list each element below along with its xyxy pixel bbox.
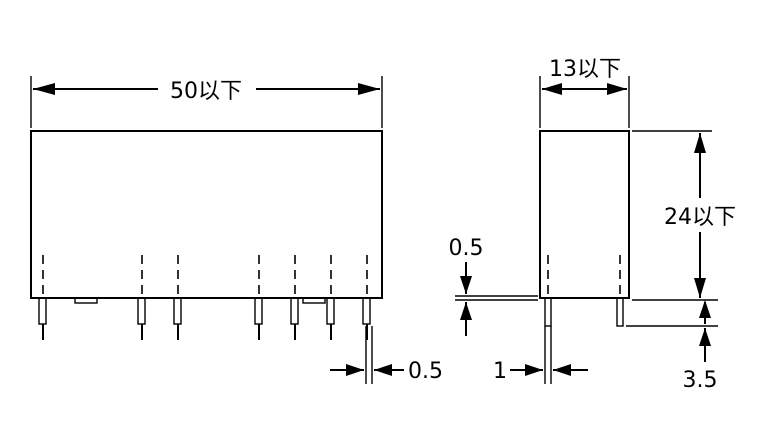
- front-standoff-right: [302, 297, 326, 304]
- pin-7: [362, 255, 371, 340]
- pin-2: [137, 255, 146, 340]
- pin-width-label: 0.5: [408, 359, 443, 384]
- side-pin-left: [544, 255, 552, 327]
- pin-length-label: 3.5: [683, 368, 718, 393]
- pin-3: [173, 255, 182, 340]
- pin-pitch-label: 1: [493, 359, 507, 384]
- front-width-dimension: 50以下: [30, 76, 383, 128]
- side-width-label: 13以下: [549, 57, 621, 82]
- side-height-dimension: 24以下: [632, 130, 736, 301]
- side-view: 13以下 24以下 3.5 0: [449, 57, 737, 393]
- terminal-offset-dimension: 0.5: [449, 236, 538, 336]
- arrow-left: [33, 83, 55, 95]
- pin-4: [254, 255, 263, 340]
- pin-length-dimension: 3.5: [626, 300, 718, 393]
- front-width-label: 50以下: [170, 79, 242, 104]
- pin-6: [326, 255, 335, 340]
- pin-width-dimension: 0.5: [330, 326, 443, 384]
- side-pin-right: [616, 255, 624, 327]
- pin-pitch-dimension: 1: [493, 326, 588, 384]
- terminal-offset-label: 0.5: [449, 236, 484, 261]
- front-standoff-left: [74, 297, 98, 304]
- front-view: 50以下 0.5: [30, 76, 443, 384]
- arrow-right: [358, 83, 380, 95]
- front-pins: [38, 255, 371, 340]
- pin-1: [38, 255, 47, 340]
- side-width-dimension: 13以下: [539, 57, 630, 128]
- side-height-label: 24以下: [664, 205, 736, 230]
- side-body-outline: [539, 130, 630, 299]
- pin-5: [290, 255, 299, 340]
- front-body-outline: [30, 130, 383, 299]
